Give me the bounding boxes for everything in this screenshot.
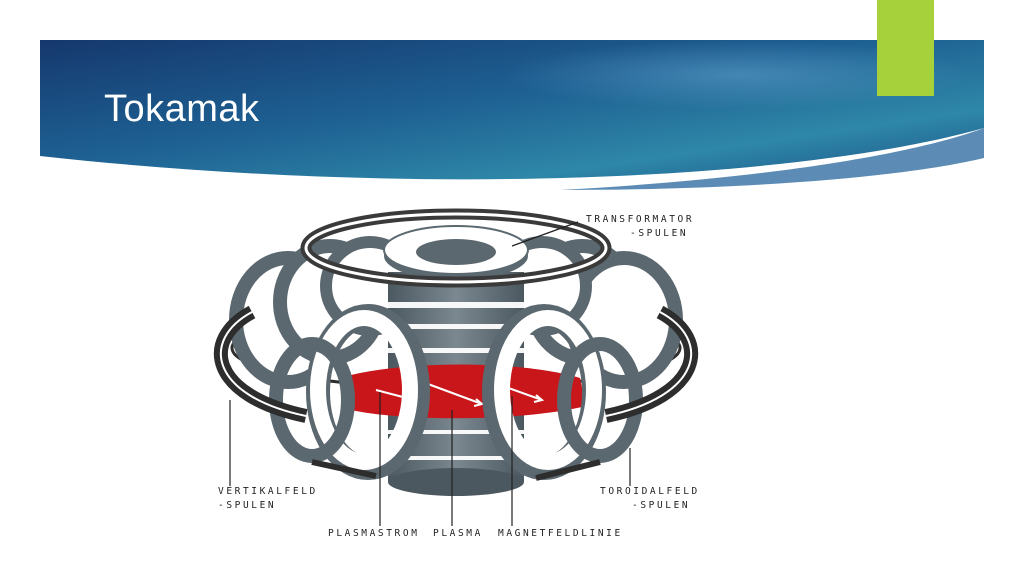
slide-title: Tokamak <box>104 88 260 130</box>
plasma-band <box>340 364 586 419</box>
title-banner: Tokamak <box>40 40 984 190</box>
front-toroidal-coils <box>269 304 643 480</box>
label-transformer-coils: TRANSFORMATOR -SPULEN <box>586 214 695 239</box>
tokamak-diagram: TRANSFORMATOR -SPULEN VERTIKALFELD -SPUL… <box>200 200 720 550</box>
label-toroidal-field-coils: TOROIDALFELD -SPULEN <box>600 486 700 511</box>
leader-lines <box>229 221 631 526</box>
tokamak-illustration <box>213 208 699 526</box>
label-vertical-field-coils: VERTIKALFELD -SPULEN <box>218 486 318 511</box>
vertical-field-coils <box>213 305 699 481</box>
label-plasma-current: PLASMASTROM <box>328 528 420 539</box>
banner-background <box>40 40 984 190</box>
label-plasma: PLASMA <box>433 528 483 539</box>
label-magnetic-field-line: MAGNETFELDLINIE <box>498 528 623 539</box>
accent-bar <box>877 0 934 96</box>
